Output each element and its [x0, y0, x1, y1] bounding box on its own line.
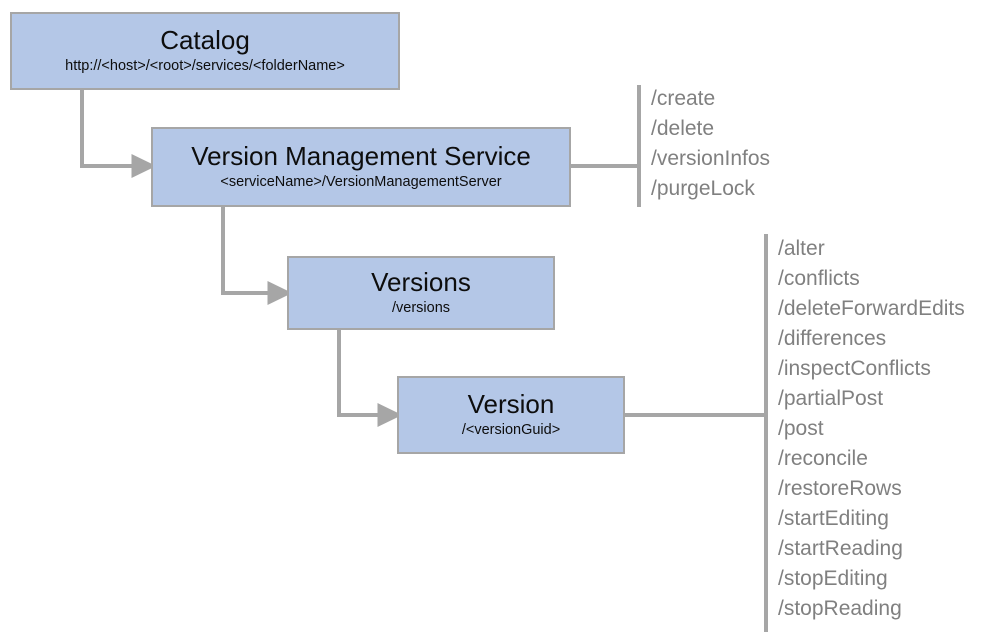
- node-versions-subtitle: /versions: [391, 299, 451, 316]
- operation-item[interactable]: /restoreRows: [778, 477, 902, 500]
- connector-catalog-to-service: [80, 90, 157, 178]
- operation-item[interactable]: /reconcile: [778, 447, 868, 470]
- connector-versions-to-version: [337, 330, 403, 427]
- operation-item[interactable]: /stopReading: [778, 597, 902, 620]
- node-version-management-service[interactable]: Version Management Service <serviceName>…: [151, 127, 571, 207]
- operation-item[interactable]: /alter: [778, 237, 825, 260]
- operation-item[interactable]: /versionInfos: [651, 147, 771, 170]
- node-version-title: Version: [467, 389, 555, 420]
- node-versions-title: Versions: [371, 267, 471, 298]
- node-catalog-title: Catalog: [160, 25, 250, 56]
- operation-item[interactable]: /purgeLock: [651, 177, 755, 200]
- connector-service-to-operations: [571, 85, 641, 207]
- operation-item[interactable]: /delete: [651, 117, 715, 140]
- node-versions[interactable]: Versions /versions: [287, 256, 555, 330]
- node-version[interactable]: Version /<versionGuid>: [397, 376, 625, 454]
- operation-list-service: /create /delete /versionInfos /purgeLock: [651, 84, 770, 204]
- connector-version-to-operations: [625, 234, 768, 632]
- operation-list-version: /alter /conflicts /deleteForwardEdits /d…: [778, 234, 965, 624]
- operation-item[interactable]: /post: [778, 417, 824, 440]
- node-catalog[interactable]: Catalog http://<host>/<root>/services/<f…: [10, 12, 400, 90]
- operation-item[interactable]: /differences: [778, 327, 887, 350]
- node-version-management-service-subtitle: <serviceName>/VersionManagementServer: [220, 173, 502, 190]
- operation-item[interactable]: /stopEditing: [778, 567, 888, 590]
- operation-item[interactable]: /inspectConflicts: [778, 357, 931, 380]
- connector-service-to-versions: [221, 207, 293, 305]
- node-version-subtitle: /<versionGuid>: [461, 421, 561, 438]
- operation-item[interactable]: /create: [651, 87, 716, 110]
- node-catalog-subtitle: http://<host>/<root>/services/<folderNam…: [65, 57, 345, 74]
- operation-item[interactable]: /conflicts: [778, 267, 860, 290]
- operation-item[interactable]: /partialPost: [778, 387, 884, 410]
- node-version-management-service-title: Version Management Service: [191, 141, 531, 172]
- operation-item[interactable]: /deleteForwardEdits: [778, 297, 965, 320]
- operation-item[interactable]: /startEditing: [778, 507, 889, 530]
- operation-item[interactable]: /startReading: [778, 537, 903, 560]
